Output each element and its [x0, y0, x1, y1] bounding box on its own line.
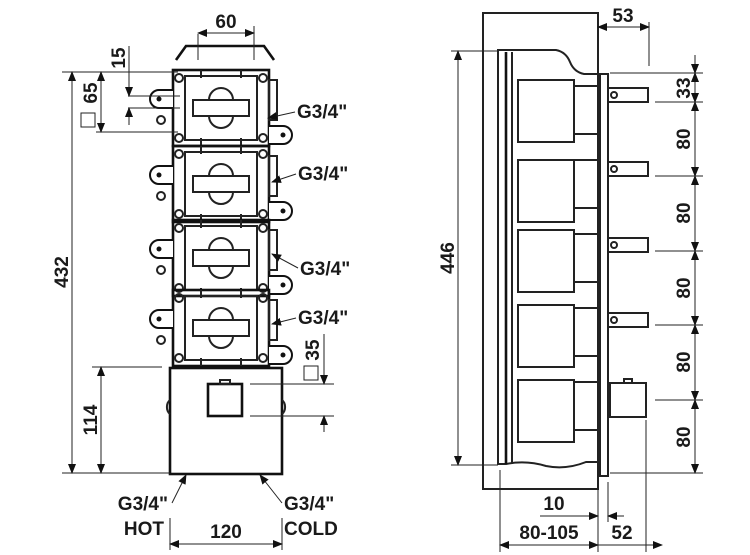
dim-width-top: 60 [215, 12, 236, 33]
cartridge-3 [148, 218, 294, 298]
side-view: 53 446 33 80 80 80 80 80 [438, 6, 703, 552]
dim-offset-top: 15 [109, 47, 130, 69]
dim-mixer-width: 120 [210, 522, 242, 543]
dim-protrusion: 53 [612, 6, 633, 27]
dim-mixer-height: 114 [81, 404, 102, 435]
dim-depth-range: 80-105 [519, 523, 579, 544]
dim-cover-thickness: 10 [543, 494, 564, 515]
dim-cartridge-square: 65 [81, 82, 102, 104]
dim-spacing-6: 80 [674, 426, 695, 447]
cartridge-2 [148, 144, 294, 224]
top-bracket [174, 44, 276, 61]
dim-total-height: 432 [52, 256, 73, 288]
outlet-label-1: G3/4" [297, 102, 347, 123]
dim-spacing-3: 80 [674, 202, 695, 223]
front-view: 60 15 65 432 114 35 G3/4" G3/4" [52, 12, 350, 550]
outlet-label-2: G3/4" [298, 164, 348, 185]
cover-plate [599, 73, 609, 477]
wall-section [482, 12, 599, 490]
inlet-hot-thread: G3/4" [118, 494, 168, 515]
spacing-chain [610, 55, 703, 474]
inlet-hot-label: HOT [124, 519, 165, 540]
mixer-box [168, 366, 284, 476]
outlet-label-4: G3/4" [298, 308, 348, 329]
dim-mixer-square: 35 [303, 339, 324, 361]
mixer-spindle [206, 382, 244, 418]
dim-handle-depth: 52 [611, 523, 632, 544]
square-symbol-icon [303, 365, 319, 381]
inlet-cold-label: COLD [284, 519, 338, 540]
dim-spacing-5: 80 [674, 351, 695, 372]
handles [607, 87, 649, 418]
wall-cavity [497, 49, 601, 469]
inlet-cold-thread: G3/4" [284, 494, 334, 515]
cartridge-4 [148, 288, 294, 368]
dim-spacing-4: 80 [674, 277, 695, 298]
dim-side-height: 446 [438, 242, 459, 274]
square-symbol-icon [80, 112, 96, 128]
dim-spacing-1: 33 [674, 77, 695, 98]
dim-spacing-2: 80 [674, 128, 695, 149]
outlet-label-3: G3/4" [300, 259, 350, 280]
